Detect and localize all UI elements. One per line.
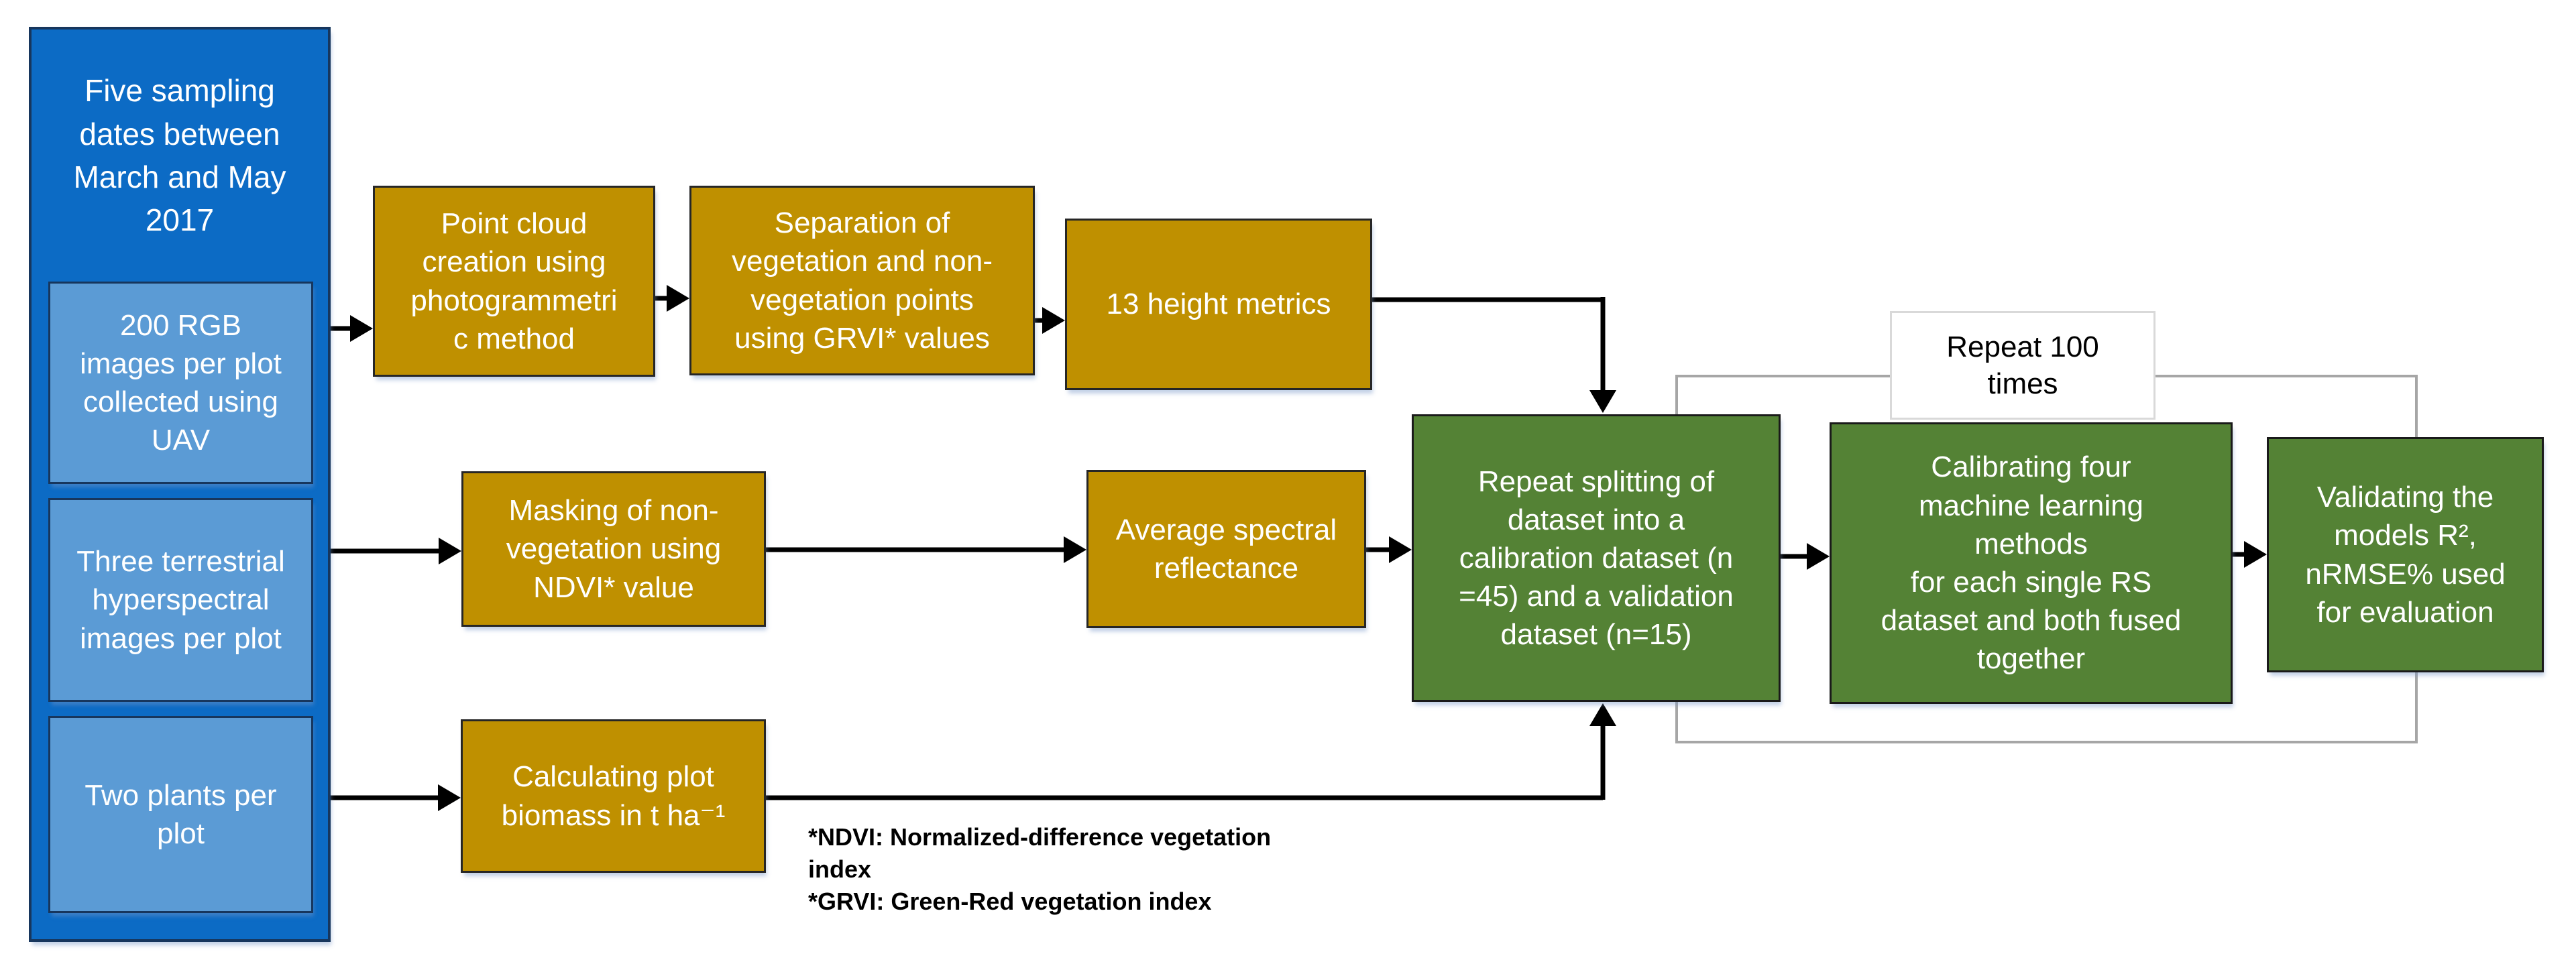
arrow-masking-to-reflectance <box>766 536 1086 563</box>
repeat-100-times-label: Repeat 100 times <box>1890 311 2155 420</box>
arrow-calibrating-to-validating <box>2233 541 2267 568</box>
node-model-validation: Validating the models R², nRMSE% used fo… <box>2267 437 2544 672</box>
arrow-biomass-to-splitting <box>766 703 1616 800</box>
footnotes: *NDVI: Normalized-difference vegetation … <box>808 823 1272 916</box>
node-dataset-splitting: Repeat splitting of dataset into a calib… <box>1412 414 1781 702</box>
node-point-cloud-creation: Point cloud creation using photogrammetr… <box>373 186 655 377</box>
arrow-plants-to-biomass <box>313 784 461 811</box>
node-hyperspectral-source: Three terrestrial hyperspectral images p… <box>48 498 313 702</box>
node-average-reflectance: Average spectral reflectance <box>1086 470 1366 628</box>
arrow-separation-to-heightmetrics <box>1035 307 1065 334</box>
arrow-reflectance-to-splitting <box>1366 536 1412 563</box>
arrow-splitting-to-calibrating <box>1781 543 1830 570</box>
node-rgb-images-source: 200 RGB images per plot collected using … <box>48 282 313 484</box>
node-vegetation-separation: Separation of vegetation and non- vegeta… <box>689 186 1035 375</box>
arrow-hyperspectral-to-masking <box>313 538 461 564</box>
input-panel-header: Five sampling dates between March and Ma… <box>73 73 286 238</box>
node-plants-source: Two plants per plot <box>48 716 313 913</box>
arrow-pointcloud-to-separation <box>655 285 689 312</box>
node-ndvi-masking: Masking of non- vegetation using NDVI* v… <box>461 471 766 627</box>
node-height-metrics: 13 height metrics <box>1065 219 1372 390</box>
arrow-heightmetrics-to-splitting <box>1372 297 1616 413</box>
node-plot-biomass: Calculating plot biomass in t ha⁻¹ <box>461 719 766 873</box>
node-ml-calibration: Calibrating four machine learning method… <box>1830 422 2233 704</box>
